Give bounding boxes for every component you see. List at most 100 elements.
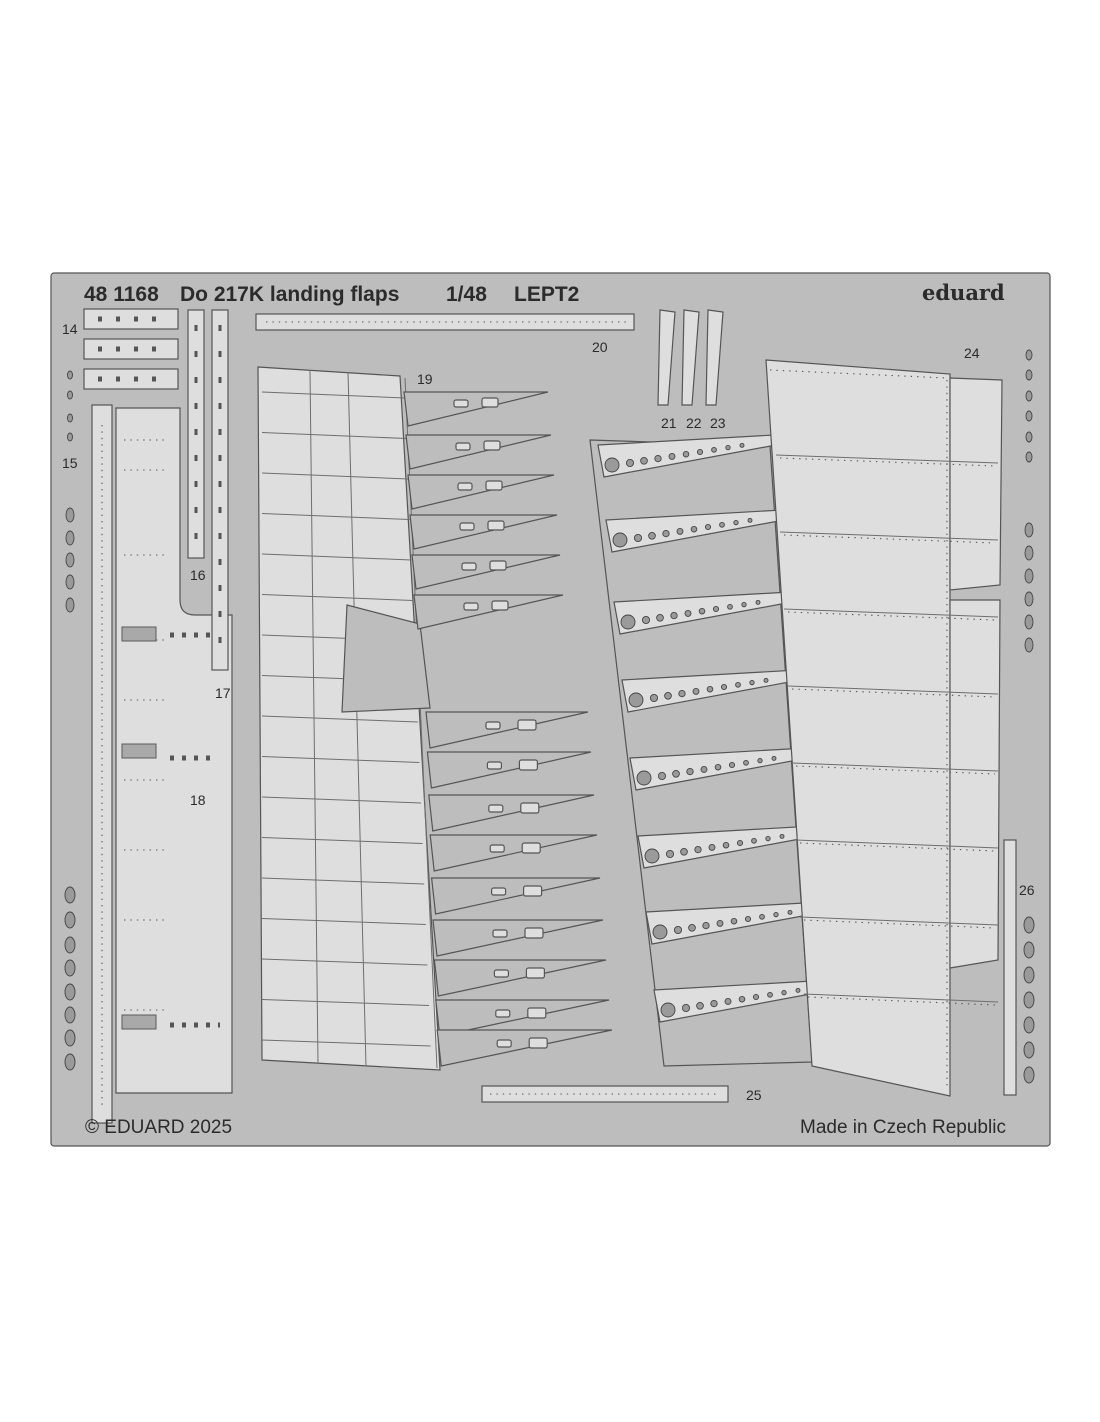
rib-slot [524,927,544,939]
lightening-hole [657,771,667,781]
rib-slot [518,759,539,771]
lightening-hole [752,993,760,1001]
droplet-icon [64,983,76,1001]
flap-rib [261,756,420,763]
lightening-hole [771,755,777,761]
sheet-subject: Do 217K landing flaps [180,283,399,306]
rib-slot [527,1007,547,1019]
wedge-rib [413,594,564,630]
lightening-hole [673,925,683,935]
lightening-hole [633,533,643,543]
lightening-hole [719,521,725,528]
droplet-icon [1025,410,1033,422]
droplet-icon [64,911,76,929]
lightening-hole [625,458,635,468]
droplet-icon [1024,614,1034,630]
lightening-hole [716,919,724,927]
lightening-hole [700,765,708,773]
droplet-icon [65,507,75,523]
part-25 [481,1085,729,1103]
lightening-hole [795,987,801,993]
droplet-icon [1025,451,1033,463]
part-19-flap [257,366,441,1071]
lightening-hole [741,601,747,608]
lightening-hole [640,456,648,465]
lightening-hole [644,848,660,864]
lightening-hole [688,923,696,932]
lightening-hole [711,446,717,453]
part-19-ribs [403,391,613,1067]
flap-rib [261,958,428,966]
rib-slot [488,804,504,813]
lightening-hole [710,999,718,1008]
lightening-hole [672,769,680,778]
flap-rib [261,513,410,520]
flap-rib [261,391,406,399]
lightening-hole [744,915,752,923]
part-24-flap [765,359,1003,1097]
droplet-icon [67,432,73,442]
droplet-icon [65,597,75,613]
rib-slot [521,842,541,854]
droplet-icon [1023,991,1035,1009]
lightening-hole [787,909,793,915]
lightening-hole [751,837,757,844]
flap-rib [261,877,425,885]
rib-slot [457,482,473,491]
lightening-hole [714,763,722,771]
wedge-rib [407,474,555,510]
lightening-hole [696,1001,704,1010]
rib-slot [453,399,469,408]
lightening-hole [724,997,732,1005]
lightening-hole [725,444,731,451]
droplet-icon [1025,369,1033,381]
droplet-icon [67,390,73,400]
rib-slot [483,440,501,451]
lightening-hole [620,614,636,630]
part-26 [1003,839,1017,1096]
droplet-icon [65,530,75,546]
droplet-icon [65,574,75,590]
lightening-hole [660,1002,676,1018]
wedge-rib [436,1029,613,1067]
lightening-hole [665,849,675,859]
lightening-hole [765,835,771,842]
wedge-rib [425,711,589,749]
lightening-hole [664,691,672,700]
wedge-rib [429,834,598,872]
lightening-hole [670,611,678,620]
lightening-hole [727,603,733,610]
product-code: 48 1168 [84,283,159,306]
lightening-hole [747,517,753,523]
lightening-hole [733,519,739,526]
lightening-hole [757,757,763,764]
lightening-hole [767,991,773,998]
part-20 [255,313,635,331]
droplet-icon [1023,966,1035,984]
part-14 [83,308,179,390]
origin-text: Made in Czech Republic [800,1117,1006,1138]
rib-rivets [779,457,996,467]
lightening-hole [654,454,662,463]
droplet-icon [1025,390,1033,402]
rib-slot [517,719,537,731]
rib-slot [485,480,503,491]
lightening-hole [684,609,692,617]
droplet-icon [1024,522,1034,538]
wedge-rib [433,959,607,997]
wedge-rib [428,794,595,832]
lightening-hole [706,685,714,693]
flap-rib [787,685,999,695]
lightening-hole [649,693,659,703]
rib-slot [459,522,475,531]
part-label-17: 17 [215,685,231,701]
lightening-hole [779,833,785,839]
part-label-15: 15 [62,455,78,471]
flap-rib [261,715,418,723]
part-label-18: 18 [190,792,206,808]
lightening-hole [773,911,779,918]
droplet-icon [1023,1016,1035,1034]
lightening-hole [668,452,676,460]
flap-rib [775,454,999,464]
part-label-19: 19 [417,371,433,387]
